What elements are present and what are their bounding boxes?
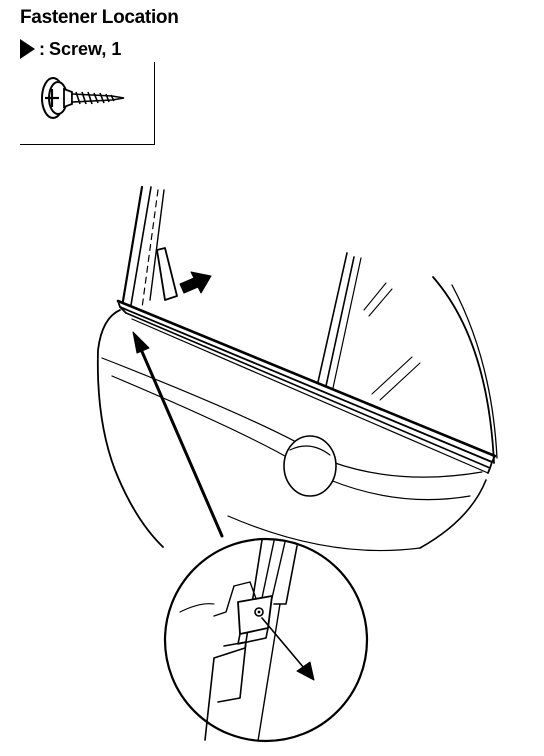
belt-molding <box>116 299 497 474</box>
leader-arrow <box>132 331 224 538</box>
legend-label: Screw, 1 <box>49 38 122 59</box>
door-panel <box>96 309 487 552</box>
arrow-icon <box>179 271 212 294</box>
screw-location-marker <box>261 617 315 681</box>
weatherstrip-end <box>156 247 178 301</box>
screw-icon <box>41 77 125 119</box>
door-pillar <box>121 185 165 309</box>
triangle-marker-icon <box>20 39 35 59</box>
legend-separator: : <box>39 38 45 59</box>
fastener-illustration-box <box>20 62 155 145</box>
window-frame <box>317 252 498 464</box>
page-title: Fastener Location <box>20 7 179 28</box>
detail-magnifier <box>163 537 369 743</box>
door-diagram <box>96 185 498 743</box>
fastener-legend: : Screw, 1 <box>20 38 121 60</box>
